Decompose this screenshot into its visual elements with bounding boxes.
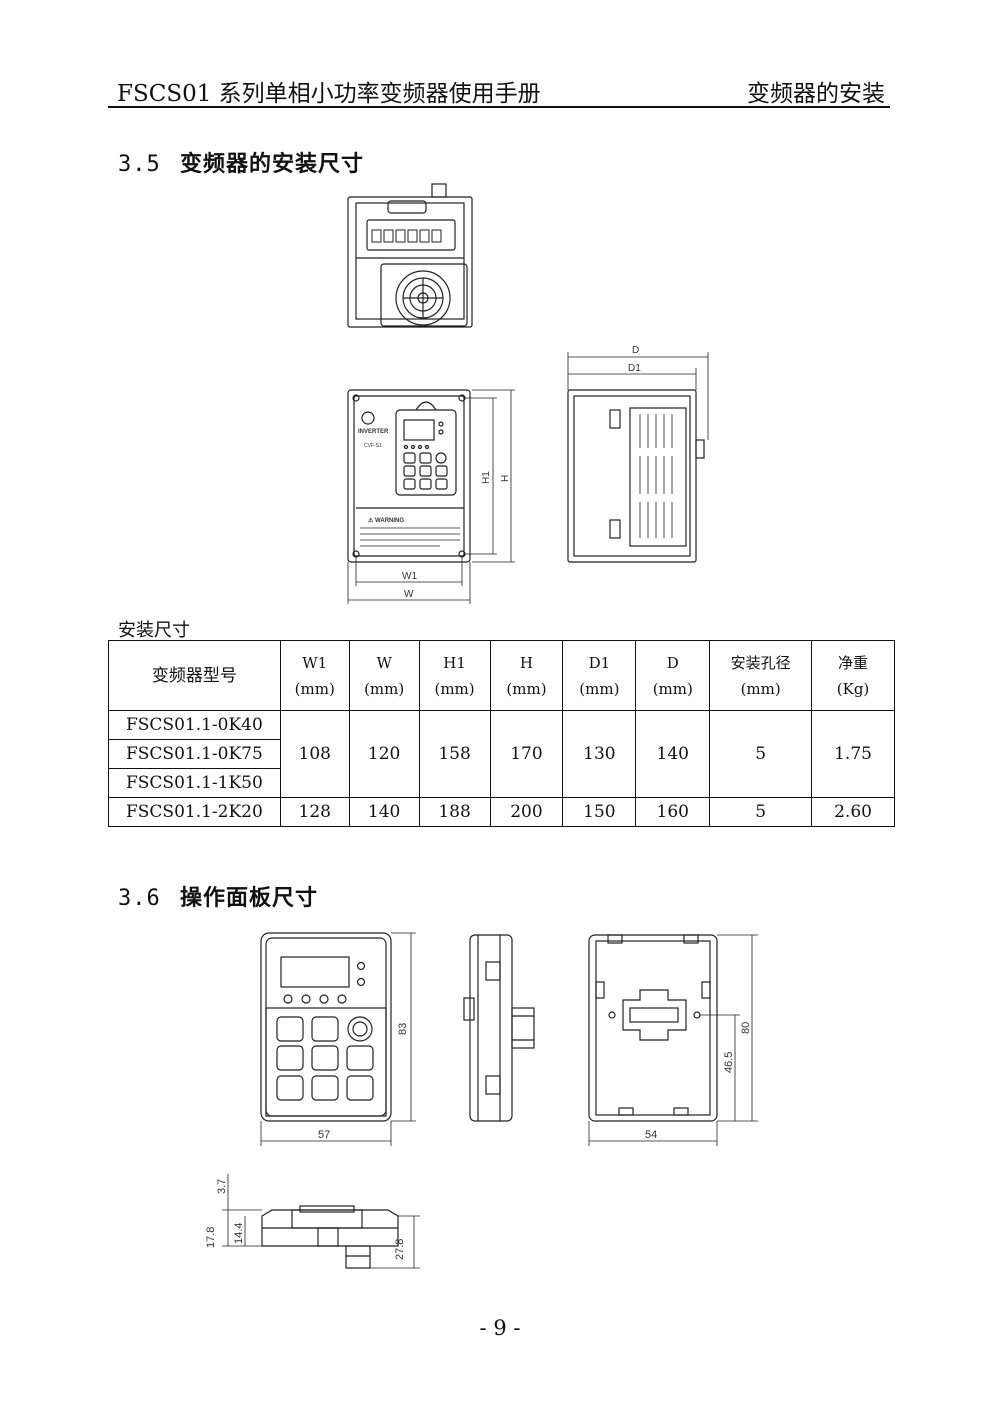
panel-back-view xyxy=(588,934,758,1146)
panel-side-view xyxy=(463,934,535,1122)
header-w1: W1(mm) xyxy=(279,640,350,711)
section-3-6-title: 操作面板尺寸 xyxy=(180,885,319,911)
table-caption: 安装尺寸 xyxy=(118,620,190,641)
inverter-front-view xyxy=(347,389,515,604)
dim-back-width: 54 xyxy=(645,1129,657,1141)
value-cell: 128 xyxy=(279,797,350,827)
value-cell: 140 xyxy=(635,710,711,798)
section-3-5-heading: 3.5 变频器的安装尺寸 xyxy=(118,146,364,178)
header-h1: H1(mm) xyxy=(418,640,491,711)
model-cell: FSCS01.1-0K40 xyxy=(108,710,281,740)
header-hole-diameter: 安装孔径(mm) xyxy=(709,640,813,711)
dim-bottom-top: 3.7 xyxy=(216,1179,228,1194)
dim-bottom-h1: 17.8 xyxy=(205,1227,217,1248)
value-cell: 200 xyxy=(489,797,564,827)
value-cell: 158 xyxy=(418,710,491,798)
panel-front-view xyxy=(260,932,416,1146)
table-row: FSCS01.1-0K40 108 120 158 170 130 140 5 … xyxy=(108,710,895,798)
dim-back-height-total: 80 xyxy=(740,1022,752,1034)
dim-front-width: 57 xyxy=(318,1129,330,1141)
value-cell: 1.75 xyxy=(811,710,895,798)
header-w: W(mm) xyxy=(348,640,420,711)
header-h: H(mm) xyxy=(489,640,564,711)
panel-brand-label: INVERTER xyxy=(358,429,389,435)
header-chapter-title: 变频器的安装 xyxy=(747,81,885,107)
panel-warning-label: ⚠ WARNING xyxy=(368,517,404,524)
dim-label-h1: H1 xyxy=(481,471,492,484)
inverter-top-view xyxy=(347,183,473,328)
panel-bottom-view xyxy=(222,1174,420,1269)
panel-model-label: CVF-S1 xyxy=(364,443,382,449)
header-net-weight: 净重(Kg) xyxy=(811,640,895,711)
dim-label-h: H xyxy=(500,475,511,482)
dim-bottom-h2: 14.4 xyxy=(233,1223,245,1244)
dim-label-w: W xyxy=(404,589,414,600)
value-cell: 150 xyxy=(562,797,637,827)
dim-back-height-partial: 46.5 xyxy=(723,1052,735,1073)
value-cell: 130 xyxy=(562,710,637,798)
installation-dimensions-table: 变频器型号 W1(mm) W(mm) H1(mm) H(mm) D1(mm) D… xyxy=(108,640,895,827)
dim-label-d1: D1 xyxy=(628,363,641,374)
dim-front-height: 83 xyxy=(397,1023,409,1035)
value-cell: 188 xyxy=(418,797,491,827)
table-row: FSCS01.1-2K20 128 140 188 200 150 160 5 … xyxy=(108,797,895,827)
dim-label-d: D xyxy=(632,345,639,356)
inverter-side-view xyxy=(567,352,709,563)
table-row: FSCS01.1-1K50 xyxy=(108,768,895,798)
section-3-6-heading: 3.6 操作面板尺寸 xyxy=(118,880,318,912)
value-cell: 140 xyxy=(348,797,420,827)
section-3-5-number: 3.5 xyxy=(118,152,161,177)
value-cell: 5 xyxy=(709,710,813,798)
header-d1: D1(mm) xyxy=(562,640,637,711)
header-manual-title: FSCS01 系列单相小功率变频器使用手册 xyxy=(117,81,541,107)
header-model: 变频器型号 xyxy=(108,640,281,711)
section-3-5-title: 变频器的安装尺寸 xyxy=(180,151,365,177)
value-cell: 170 xyxy=(489,710,564,798)
value-cell: 120 xyxy=(348,710,420,798)
value-cell: 160 xyxy=(635,797,711,827)
value-cell: 2.60 xyxy=(811,797,895,827)
value-cell: 5 xyxy=(709,797,813,827)
model-cell: FSCS01.1-0K75 xyxy=(108,739,281,769)
table-header-row: 变频器型号 W1(mm) W(mm) H1(mm) H(mm) D1(mm) D… xyxy=(108,640,895,711)
model-cell: FSCS01.1-1K50 xyxy=(108,768,281,798)
model-cell: FSCS01.1-2K20 xyxy=(108,797,281,827)
header-d: D(mm) xyxy=(635,640,711,711)
header-divider xyxy=(108,106,890,108)
value-cell: 108 xyxy=(279,710,350,798)
dim-label-w1: W1 xyxy=(402,571,417,582)
page-number: - 9 - xyxy=(479,1316,521,1340)
section-3-6-number: 3.6 xyxy=(118,886,161,911)
dim-bottom-total: 27.8 xyxy=(394,1239,406,1260)
table-row: FSCS01.1-0K75 xyxy=(108,739,895,769)
